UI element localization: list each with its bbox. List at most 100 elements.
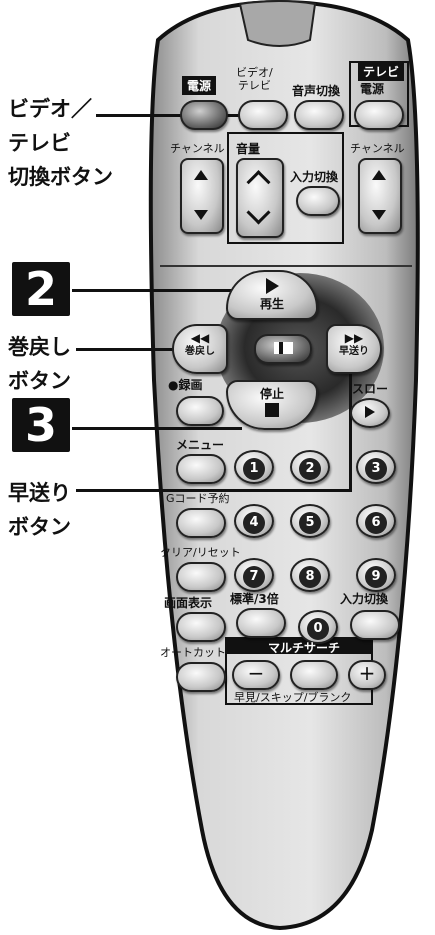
number-2-button[interactable]: 2 [290, 450, 330, 484]
multi-search-center-button[interactable] [290, 660, 338, 690]
chevron-down-icon [194, 210, 208, 220]
number-4-button[interactable]: 4 [234, 504, 274, 538]
rewind-button[interactable]: ◀◀ 巻戻し [172, 324, 228, 374]
auto-cut-button[interactable] [176, 662, 226, 692]
video-tv-switch-button[interactable] [238, 100, 288, 130]
multi-search-label: マルチサーチ [268, 641, 341, 655]
fast-forward-icon: ▶▶ [344, 331, 364, 345]
audio-switch-label: 音声切換 [292, 84, 341, 98]
number-3-button[interactable]: 3 [356, 450, 396, 484]
callout-line: 巻戻し [8, 335, 71, 359]
step-3-leader [72, 427, 242, 430]
callout-line: 早送り [8, 481, 71, 505]
audio-switch-button[interactable] [294, 100, 344, 130]
menu-label: メニュー [176, 438, 225, 452]
number-label: 4 [243, 512, 265, 534]
channel-right-rocker[interactable] [358, 158, 402, 234]
multi-search-plus-button[interactable]: + [348, 660, 386, 690]
power-button[interactable] [180, 100, 228, 130]
stop-icon [265, 403, 279, 417]
number-8-button[interactable]: 8 [290, 558, 330, 592]
tv-power-label: 電源 [360, 82, 385, 96]
fast-forward-label: 早送り [339, 346, 369, 357]
rewind-icon: ◀◀ [190, 331, 210, 345]
volume-label: 音量 [236, 142, 261, 156]
play-icon [265, 278, 279, 294]
rewind-label: 巻戻し [185, 346, 215, 357]
play-button[interactable]: 再生 [226, 270, 318, 320]
menu-button[interactable] [176, 454, 226, 484]
number-7-button[interactable]: 7 [234, 558, 274, 592]
tv-section-label: テレビ [358, 62, 405, 81]
video-tv-leader [96, 114, 246, 117]
number-label: 3 [365, 458, 387, 480]
fast-forward-button[interactable]: ▶▶ 早送り [326, 324, 382, 374]
auto-cut-label: オートカット [160, 646, 226, 659]
pause-icon [273, 342, 293, 354]
input-switch2-label: 入力切換 [340, 592, 389, 606]
ff-leader-vertical [349, 362, 352, 492]
ff-leader [76, 489, 352, 492]
power-label: 電源 [182, 76, 217, 95]
stop-label: 停止 [259, 387, 284, 401]
chevron-down-icon [372, 210, 386, 220]
rewind-callout: 巻戻し ボタン [8, 330, 71, 398]
gcode-button[interactable] [176, 508, 226, 538]
plus-icon: + [358, 661, 376, 685]
number-0-button[interactable]: 0 [298, 610, 338, 644]
speed-label: 標準/3倍 [230, 592, 279, 606]
input-switch2-button[interactable] [350, 610, 400, 640]
pause-button[interactable] [254, 334, 312, 364]
number-6-button[interactable]: 6 [356, 504, 396, 538]
record-label: ●録画 [168, 378, 203, 392]
slow-button[interactable] [350, 398, 390, 428]
chevron-down-icon [246, 200, 271, 225]
number-label: 1 [243, 458, 265, 480]
tv-power-button[interactable] [354, 100, 404, 130]
skip-bar-label: 早見/スキップ/ブランク [234, 691, 352, 704]
speed-button[interactable] [236, 608, 286, 638]
slow-label: スロー [352, 382, 389, 396]
ff-callout: 早送り ボタン [8, 476, 71, 544]
clear-reset-button[interactable] [176, 562, 226, 592]
number-label: 7 [243, 566, 265, 588]
clear-reset-label: クリア/リセット [160, 546, 241, 559]
number-label: 6 [365, 512, 387, 534]
number-label: 5 [299, 512, 321, 534]
video-tv-label-line: ビデオ/ [236, 66, 273, 79]
callout-line: 切換ボタン [8, 165, 113, 189]
chevron-up-icon [246, 170, 271, 195]
callout-line: テレビ [8, 131, 71, 155]
number-label: 8 [299, 566, 321, 588]
play-label: 再生 [259, 297, 284, 311]
callout-line: ビデオ／ [8, 97, 92, 121]
video-tv-label-line: テレビ [237, 79, 271, 92]
chevron-up-icon [372, 170, 386, 180]
minus-icon: − [247, 661, 265, 685]
channel-right-label: チャンネル [350, 142, 405, 155]
number-9-button[interactable]: 9 [356, 558, 396, 592]
callout-line: ボタン [8, 515, 71, 539]
channel-left-rocker[interactable] [180, 158, 224, 234]
display-label: 画面表示 [164, 596, 213, 610]
channel-left-label: チャンネル [170, 142, 225, 155]
input-switch-label: 入力切換 [290, 170, 339, 184]
input-switch-button[interactable] [296, 186, 340, 216]
number-5-button[interactable]: 5 [290, 504, 330, 538]
video-tv-label: ビデオ/ テレビ [236, 66, 273, 92]
display-button[interactable] [176, 612, 226, 642]
callout-line: ボタン [8, 369, 71, 393]
number-label: 9 [365, 566, 387, 588]
multi-search-minus-button[interactable]: − [232, 660, 280, 690]
number-1-button[interactable]: 1 [234, 450, 274, 484]
step-2-badge: 2 [12, 262, 70, 316]
chevron-up-icon [194, 170, 208, 180]
gcode-label: Gコード予約 [166, 492, 230, 505]
volume-rocker[interactable] [236, 158, 284, 238]
number-label: 0 [307, 618, 329, 640]
step-2-leader [72, 289, 240, 292]
slow-icon [365, 406, 375, 418]
number-label: 2 [299, 458, 321, 480]
record-button[interactable] [176, 396, 224, 426]
video-tv-callout: ビデオ／ テレビ 切換ボタン [8, 92, 113, 194]
